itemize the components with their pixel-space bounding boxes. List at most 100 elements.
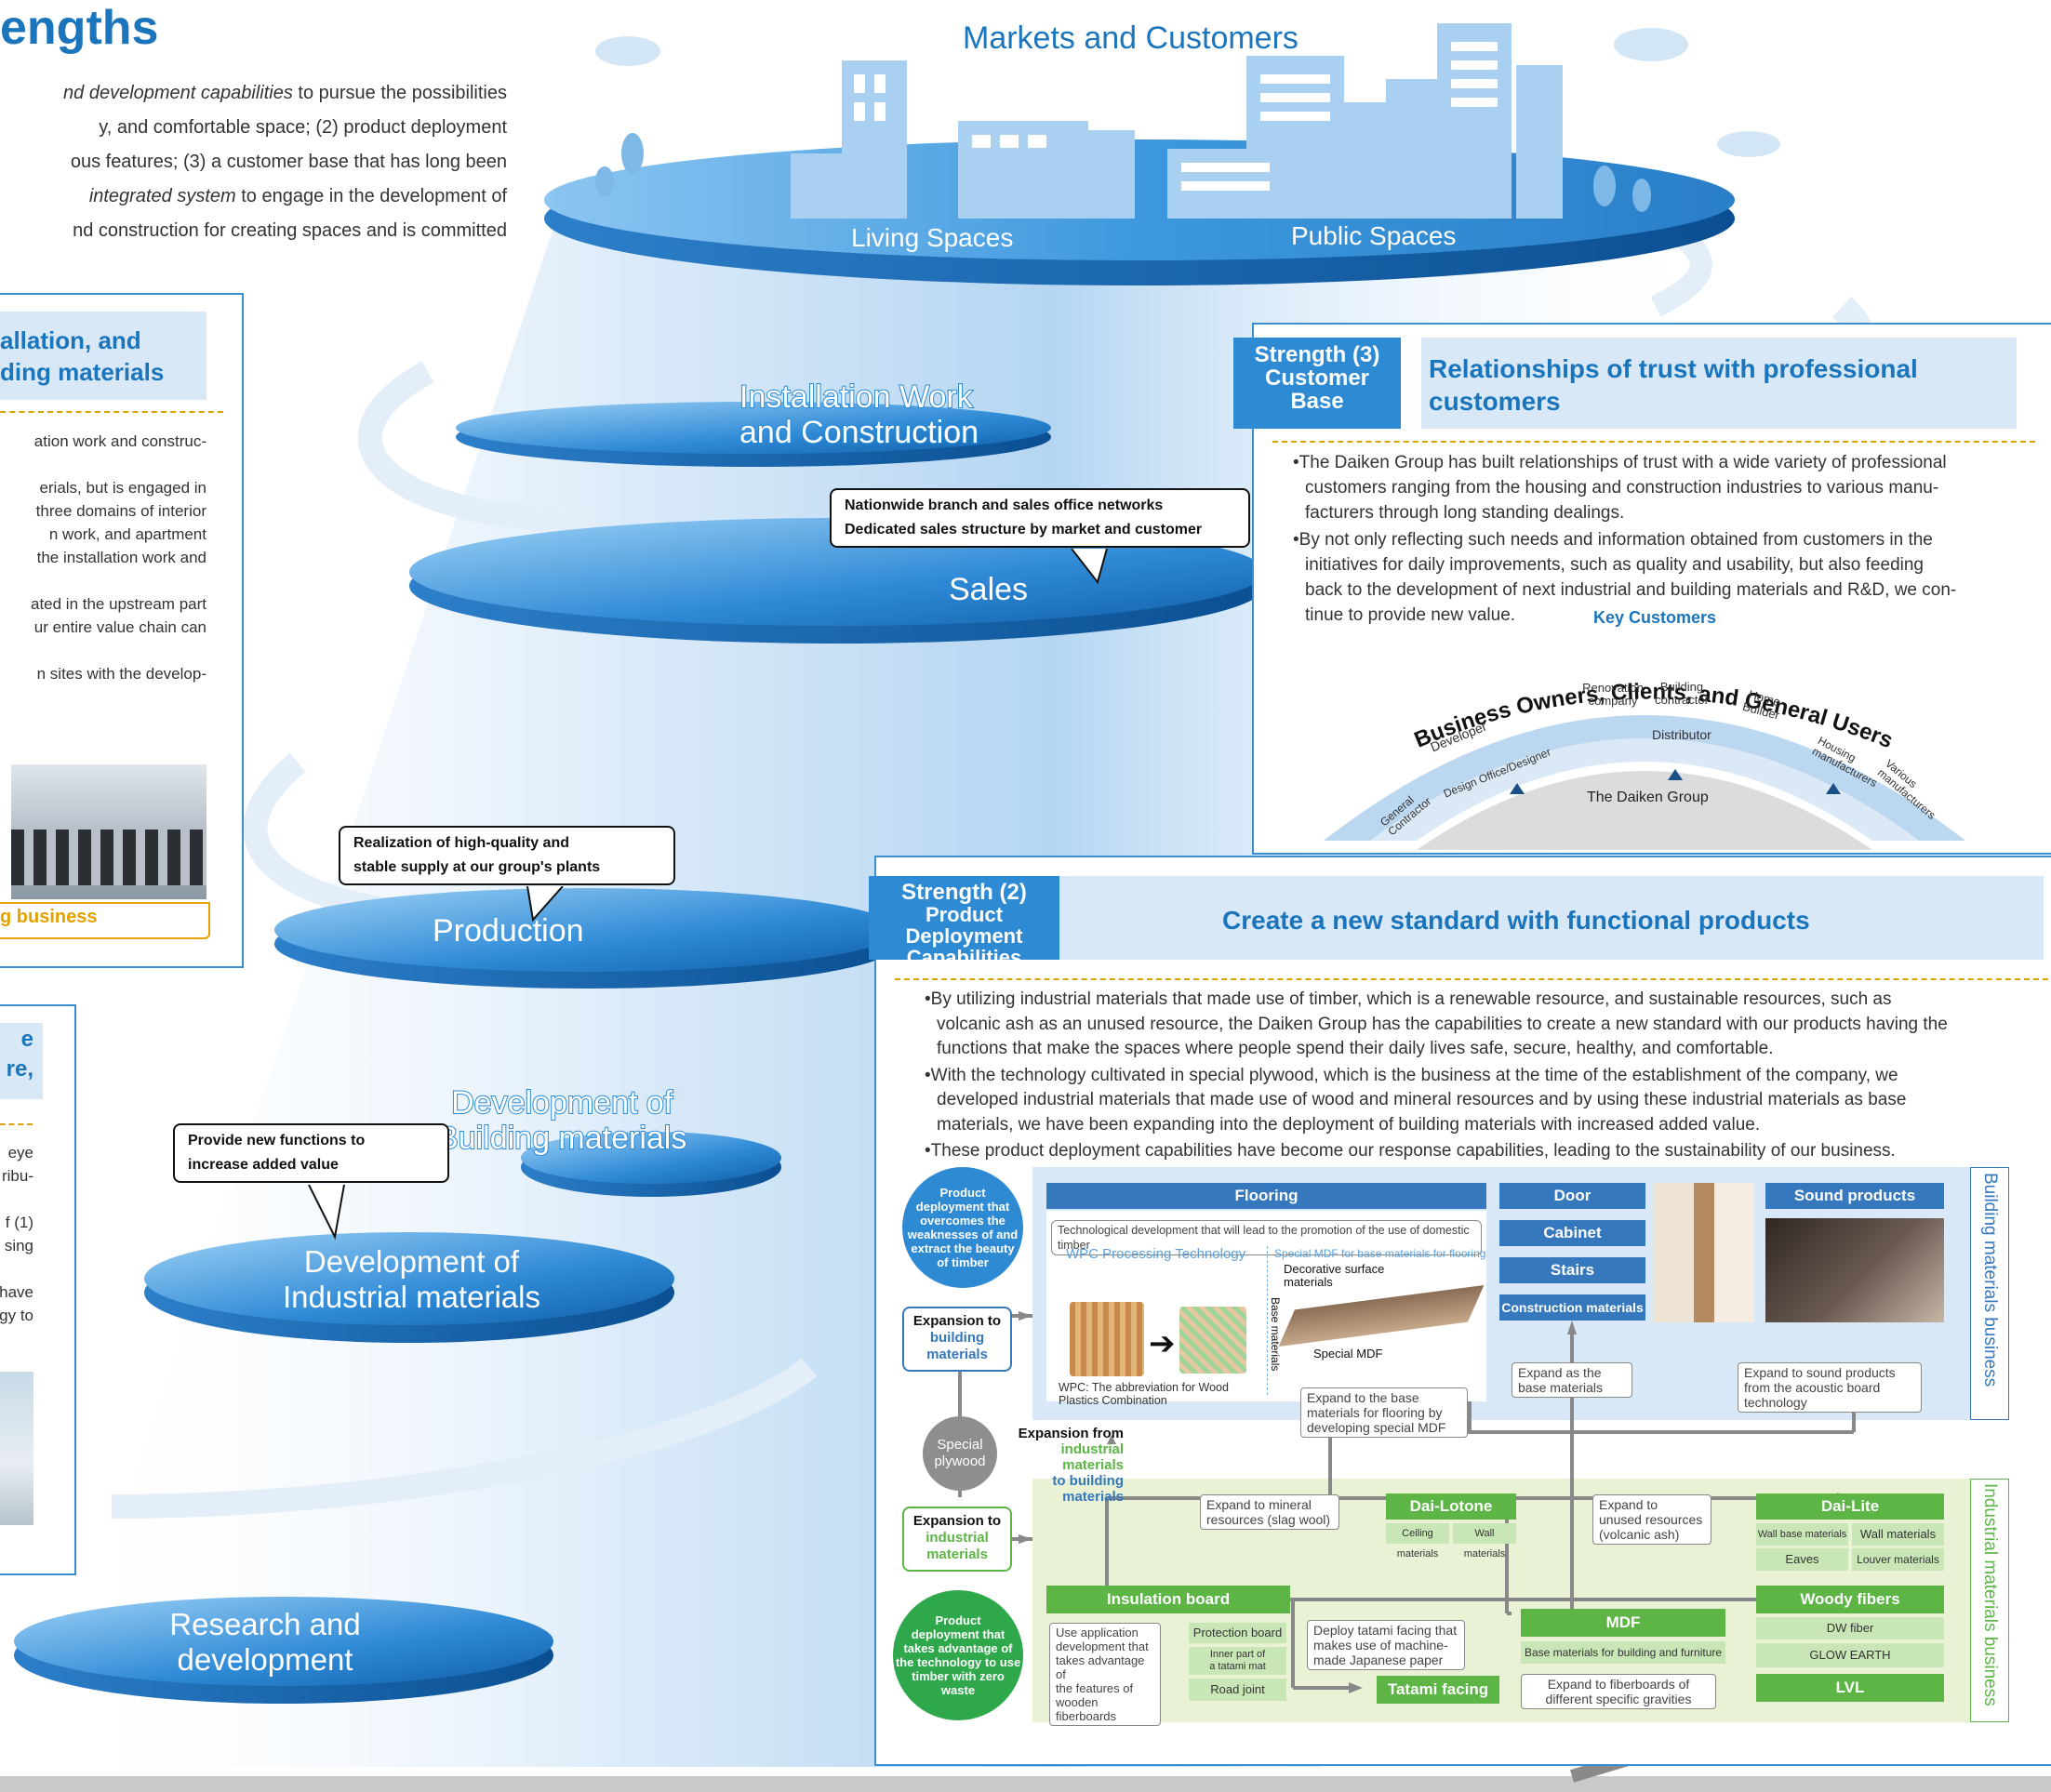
dev-bubble-tail xyxy=(308,1185,345,1241)
sales-bubble-tail xyxy=(1071,549,1108,585)
intro-line: nd development capabilities to pursue th… xyxy=(63,83,507,103)
intro-line: integrated system to engage in the devel… xyxy=(88,186,507,206)
side-label-industrial: Industrial materials business xyxy=(1980,1483,2000,1706)
road-joint: Road joint xyxy=(1189,1679,1286,1701)
dai-lite-eaves: Eaves xyxy=(1756,1548,1848,1571)
panel-line: erials, but is engaged in xyxy=(39,479,206,497)
intro-line: ous features; (3) a customer base that h… xyxy=(70,152,507,172)
special-mdf-title: Special MDF for base materials for floor… xyxy=(1274,1247,1486,1260)
left-panel1-photo xyxy=(11,764,206,899)
tatami-facing-header: Tatami facing xyxy=(1377,1676,1499,1704)
dai-lotone-ceiling: Ceiling materials xyxy=(1386,1523,1449,1560)
insulation-board-header: Insulation board xyxy=(1046,1586,1290,1613)
stairs-photo xyxy=(1654,1183,1754,1322)
ring-distributor: Distributor xyxy=(1652,727,1711,742)
left-panel1-text: ation work and construc- erials, but is … xyxy=(0,430,206,685)
daiken-group-core: The Daiken Group xyxy=(1587,790,1709,805)
lvl-header: LVL xyxy=(1756,1674,1944,1702)
woody-fibers-header: Woody fibers xyxy=(1756,1586,1944,1613)
mdf-header: MDF xyxy=(1521,1609,1725,1637)
ring-building-contractor: Building contractor xyxy=(1655,680,1709,707)
production-bubble-tail xyxy=(526,886,564,923)
arrow-right-icon: ➔ xyxy=(1149,1326,1176,1361)
bullet-item: •The Daiken Group has built relationship… xyxy=(1293,453,1947,523)
glow-earth: GLOW EARTH xyxy=(1756,1643,1944,1667)
strength3-title: Relationships of trust with professional… xyxy=(1429,354,1918,416)
key-customers-label: Key Customers xyxy=(1593,608,1717,627)
base-materials-label: Base materials xyxy=(1269,1297,1282,1372)
protection-board: Protection board xyxy=(1189,1623,1286,1643)
panel-line xyxy=(0,639,206,662)
bullet-item: •By not only reflecting such needs and i… xyxy=(1293,530,1957,625)
markets-title: Markets and Customers xyxy=(963,20,1299,56)
dw-fiber: DW fiber xyxy=(1756,1617,1944,1639)
sound-room-photo xyxy=(1765,1218,1944,1322)
panel-line: the installation work and xyxy=(36,549,206,566)
panel-line: gy to xyxy=(0,1307,33,1324)
construction-materials-header: Construction materials xyxy=(1499,1294,1645,1321)
dai-lite-header: Dai-Lite xyxy=(1756,1493,1944,1520)
dai-lotone-wall: Wall materials xyxy=(1453,1523,1516,1560)
sound-products-header: Sound products xyxy=(1765,1183,1944,1209)
wpc-tech-label: WPC Processing Technology xyxy=(1066,1246,1246,1262)
intro-paragraph: nd development capabilities to pursue th… xyxy=(0,76,507,248)
mdf-base-materials: Base materials for building and furnitur… xyxy=(1521,1641,1725,1664)
stage-production: Production xyxy=(433,913,584,949)
panel-line: ribu- xyxy=(1,1167,33,1185)
panel-line xyxy=(0,569,206,592)
dai-lotone-header: Dai-Lotone xyxy=(1386,1493,1516,1520)
intro-line: y, and comfortable space; (2) product de… xyxy=(99,117,507,138)
panel-line xyxy=(0,1188,33,1211)
panel-line: eye xyxy=(7,1144,33,1161)
panel-line: n work, and apartment xyxy=(48,525,206,543)
bullet-item: •These product deployment capabilities h… xyxy=(925,1141,1896,1161)
expansion-from-label: Expansion from industrial materials to b… xyxy=(1018,1426,1124,1505)
page-title: engths xyxy=(0,1,159,55)
stairs-header: Stairs xyxy=(1499,1257,1645,1283)
panel-line: ur entire value chain can xyxy=(33,618,206,636)
intro-line: nd construction for creating spaces and … xyxy=(73,220,507,241)
panel-line: three domains of interior xyxy=(35,502,206,520)
special-mdf-label: Special MDF xyxy=(1313,1347,1383,1361)
panel-line: n sites with the develop- xyxy=(36,665,206,683)
key-customers-diagram: Business Owners, Clients, and General Us… xyxy=(1324,679,1965,850)
side-label-building: Building materials business xyxy=(1980,1173,2000,1387)
dai-lite-wall-base: Wall base materials xyxy=(1756,1523,1848,1546)
dai-lite-wall: Wall materials xyxy=(1852,1523,1944,1546)
panel-line: sing xyxy=(4,1237,33,1254)
panel-line: ation work and construc- xyxy=(33,432,206,450)
bullet-item: •By utilizing industrial materials that … xyxy=(925,989,1948,1058)
cabinet-header: Cabinet xyxy=(1499,1220,1645,1246)
bullet-item: •With the technology cultivated in speci… xyxy=(925,1065,1907,1135)
wpc-wood-cube xyxy=(1070,1302,1144,1376)
public-spaces-label: Public Spaces xyxy=(1291,221,1457,250)
strength2-title: Create a new standard with functional pr… xyxy=(1222,906,1810,935)
stage-sales: Sales xyxy=(949,572,1029,607)
